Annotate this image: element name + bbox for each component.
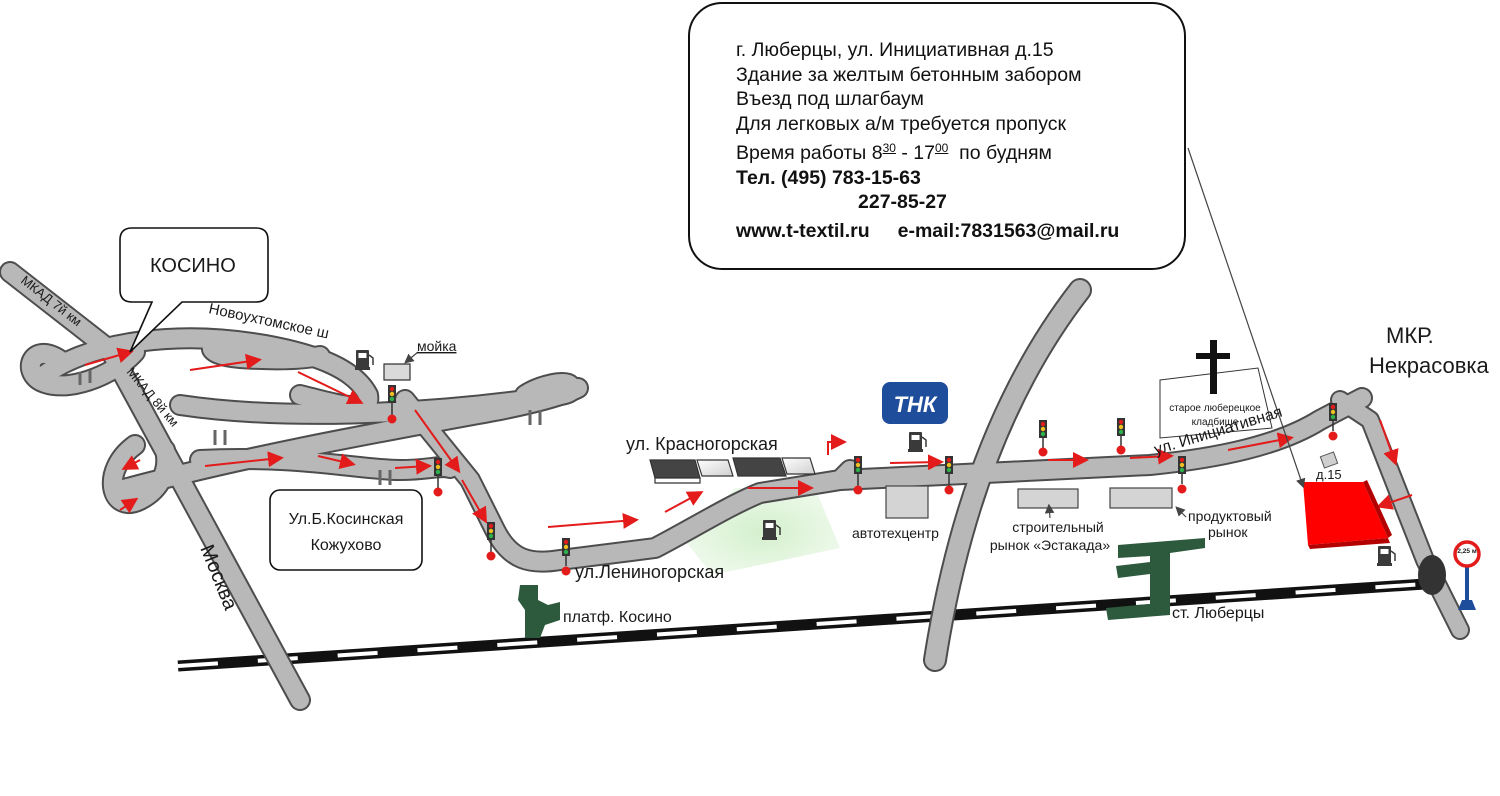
bridge-supports [78,370,542,485]
hours-suffix: по будням [948,142,1052,164]
label-kosino: КОСИНО [150,255,236,277]
label-avtotekhcentr: автотехцентр [852,525,939,541]
railway-line [177,577,1441,672]
railway-tunnel [1418,555,1446,595]
fuel-pump-icon [1377,546,1396,566]
info-phone: Тел. (495) 783-15-63 [736,166,921,189]
label-mkr-1: МКР. [1386,323,1434,348]
label-d15: д.15 [1316,467,1342,482]
label-stroitelny-2: рынок «Эстакада» [990,537,1110,553]
fuel-pump-icon [355,350,374,370]
fuel-pump-icon [762,520,781,540]
buildings [383,363,1392,549]
label-kosinskaya-2: Кожухово [311,537,382,554]
moika-building [383,363,411,381]
kosino-callout [119,227,269,353]
roads-fill [1,263,1468,709]
label-platf-kosino: платф. Косино [563,609,672,626]
traffic-lights [387,385,1338,576]
label-kladbishche-2: кладбище [1192,416,1239,428]
stations [518,538,1205,638]
label-mkad-7: МКАД 7й км [18,273,85,330]
label-leninogorskaya: ул.Лениногорская [575,562,724,582]
kladbishche-area [1159,367,1273,439]
traffic-light-icon [561,538,571,576]
label-produktovy-2: рынок [1208,524,1248,540]
fuel-pump-icon [908,432,927,452]
tnk-logo-icon: ТНК [882,382,948,424]
traffic-light-icon [1116,418,1126,455]
traffic-light-icon [1038,420,1048,457]
kosinskaya-box [269,489,423,571]
krasnogorskaya-buildings [649,457,816,484]
traffic-light-icon [853,456,863,495]
label-st-lyubertsy: ст. Люберцы [1172,605,1264,622]
church-cross-icon [1196,340,1230,394]
info-pass: Для легковых а/м требуется пропуск [736,112,1067,135]
traffic-light-icon [1328,403,1338,441]
website-link[interactable]: www.t-textil.ru [736,219,870,242]
traffic-light-icon [944,456,954,495]
label-krasnogorskaya: ул. Красногорская [626,434,778,454]
hours-start-min: 30 [882,141,896,155]
d15-small-building [1319,451,1339,469]
traffic-light-icon [1177,456,1187,494]
label-moika: мойка [417,338,457,354]
traffic-light-icon [486,522,496,561]
info-address: г. Люберцы, ул. Инициативная д.15 [736,39,1054,61]
info-entry: Въезд под шлагбаум [736,88,924,110]
height-limit-value: 2,25 м [1457,548,1476,555]
avtotekhcentr-building [885,485,929,519]
height-limit-sign-icon: 2,25 м [1453,540,1481,610]
label-mkr-2: Некрасовка [1369,353,1489,378]
info-callout: г. Люберцы, ул. Инициативная д.15 Здание… [688,2,1186,270]
label-kladbishche-1: старое люберецкое [1169,402,1261,414]
traffic-light-icon [433,458,443,497]
hours-mid: - 17 [895,142,935,164]
traffic-light-icon [387,385,397,424]
route-arrows [84,347,1413,529]
produktovy-building [1109,487,1173,509]
target-building [1303,480,1392,549]
label-produktovy-1: продуктовый [1188,508,1272,524]
fuel-pumps [355,350,1396,566]
info-building: Здание за желтым бетонным забором [736,63,1082,86]
info-phone-2: 227-85-27 [858,191,947,213]
label-kosinskaya-1: Ул.Б.Косинская [289,511,404,528]
hours-end-min: 00 [934,141,949,155]
info-hours: Время работы 830 - 1700 по будням [736,136,1184,166]
info-contacts: www.t-textil.ru e-mail:7831563@mail.ru [736,219,1184,244]
estakada-building [1017,488,1079,509]
email-link[interactable]: e-mail:7831563@mail.ru [897,219,1120,242]
label-stroitelny-1: строительный [1012,519,1103,535]
hours-prefix: Время работы 8 [736,142,883,164]
tnk-logo-text: ТНК [894,392,938,417]
callout-pointers [404,147,1306,519]
